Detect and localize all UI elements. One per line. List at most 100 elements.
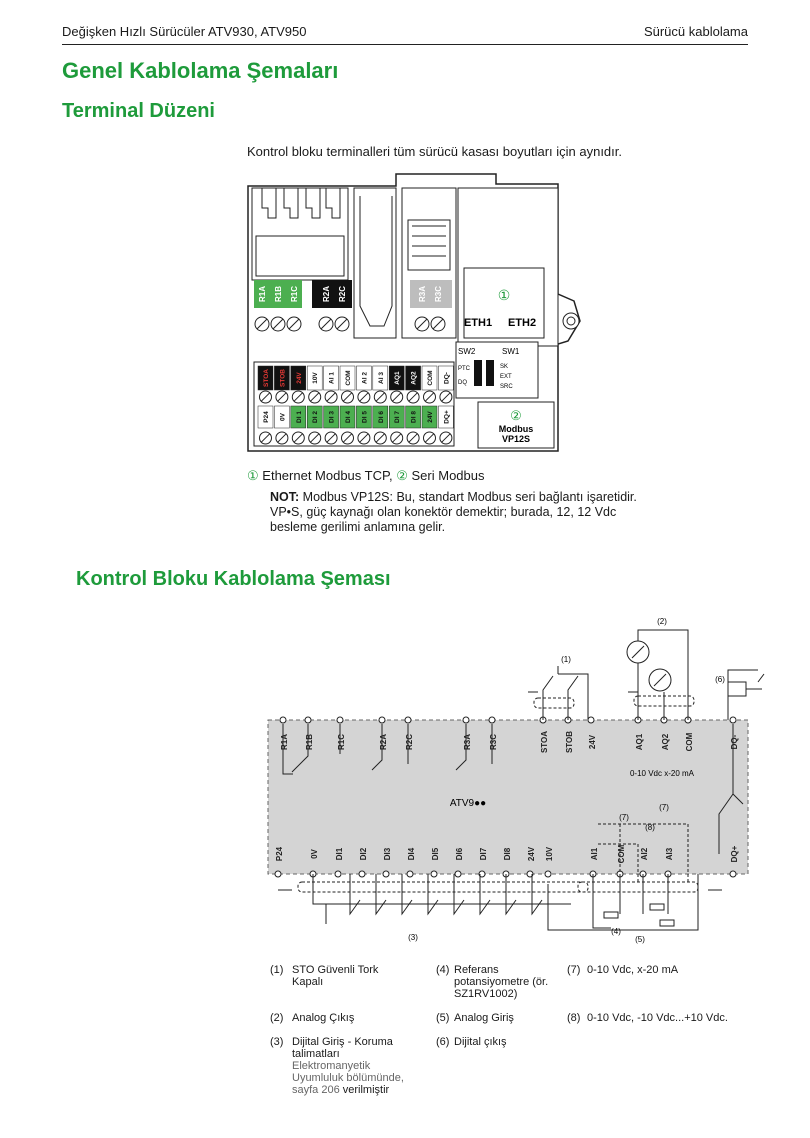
upper-screw <box>357 390 371 404</box>
section-title-wiring: Kontrol Bloku Kablolama Şeması <box>76 568 391 590</box>
lower-screw <box>357 431 371 445</box>
upper-terminal-label: AI 1 <box>329 372 336 384</box>
bottom-terminal-label: DI2 <box>359 847 368 860</box>
lower-terminal-label: DI 2 <box>312 411 319 423</box>
src-label: SRC <box>500 384 513 390</box>
callout-2: (2) <box>657 617 667 626</box>
upper-screw <box>308 390 322 404</box>
caption-modbus: Seri Modbus <box>411 468 485 483</box>
bottom-terminal-label: DI8 <box>503 847 512 860</box>
callout-7a: (7) <box>619 813 629 822</box>
callout-3: (3) <box>408 933 418 942</box>
relay-label: R1B <box>274 286 283 302</box>
callout-1: (1) <box>561 655 571 664</box>
modbus-label: Modbus <box>499 424 534 434</box>
relay-screw <box>430 316 446 332</box>
top-terminal-label: R1A <box>280 734 289 750</box>
relay-screw <box>318 316 334 332</box>
relay-label: R3A <box>418 286 427 302</box>
bottom-terminal-label: DI1 <box>335 847 344 860</box>
lower-terminal-label: 0V <box>279 412 286 421</box>
callout-6: (6) <box>715 675 725 684</box>
ext-label: EXT <box>500 374 512 380</box>
relay-screw <box>286 316 302 332</box>
lower-screw <box>275 431 289 445</box>
bottom-terminal-label: 10V <box>545 846 554 861</box>
top-terminal-label: R1B <box>305 734 314 750</box>
sk-label: SK <box>500 364 508 370</box>
dq-label: DQ <box>458 380 467 386</box>
upper-terminal-label: AI 3 <box>378 372 385 384</box>
top-terminal-label: R2A <box>379 734 388 750</box>
top-terminal-label: R3A <box>463 734 472 750</box>
top-terminal-dot <box>587 716 595 724</box>
relay-label: R1A <box>258 286 267 302</box>
lower-screw <box>324 431 338 445</box>
top-terminal-label: AQ1 <box>635 733 644 750</box>
note-text: NOT: Modbus VP12S: Bu, standart Modbus s… <box>270 490 660 535</box>
callout-5: (5) <box>635 935 645 944</box>
upper-terminal-label: AQ2 <box>411 371 418 385</box>
upper-terminal-label: 24V <box>296 372 303 384</box>
bottom-terminal-label: COM <box>617 844 626 863</box>
upper-screw <box>341 390 354 404</box>
bottom-terminal-dot <box>729 870 737 878</box>
top-terminal-label: COM <box>685 732 694 751</box>
header-product: Değişken Hızlı Sürücüler ATV930, ATV950 <box>62 24 307 39</box>
lower-terminal-label: DI 3 <box>329 411 336 423</box>
page-header: Değişken Hızlı Sürücüler ATV930, ATV950 … <box>62 22 748 45</box>
intro-text: Kontrol bloku terminalleri tüm sürücü ka… <box>247 144 623 159</box>
callout-4: (4) <box>611 927 621 936</box>
bottom-terminal-label: DI6 <box>455 847 464 860</box>
upper-screw <box>324 390 338 404</box>
upper-screw <box>373 390 387 404</box>
upper-terminal-label: AQ1 <box>394 371 401 385</box>
top-terminal-dot <box>488 716 496 724</box>
bottom-terminal-dot <box>430 870 438 878</box>
drive-label: ATV9●● <box>450 798 486 809</box>
sw1-label: SW1 <box>502 347 520 356</box>
bottom-terminal-label: 0V <box>310 848 319 858</box>
bottom-terminal-dot <box>274 870 282 878</box>
lower-screw <box>291 431 305 445</box>
marker-2: ② <box>510 408 522 423</box>
caption-eth: Ethernet Modbus TCP, <box>262 468 393 483</box>
top-terminal-dot <box>304 716 312 724</box>
bottom-terminal-dot <box>544 870 552 878</box>
page-title: Genel Kablolama Şemaları <box>62 58 339 83</box>
upper-terminal-label: AI 2 <box>361 372 368 384</box>
relay-label: R3C <box>434 286 443 302</box>
bottom-terminal-dot <box>382 870 390 878</box>
callout-8: (8) <box>645 823 655 832</box>
top-terminal-label: DQ- <box>730 734 739 749</box>
lower-terminal-label: DQ+ <box>443 410 450 424</box>
lower-screw <box>308 431 322 445</box>
upper-screw <box>390 390 404 404</box>
top-terminal-label: AQ2 <box>661 733 670 750</box>
lower-screw <box>439 431 453 445</box>
lower-terminal-label: DI 5 <box>361 411 368 423</box>
relay-label: R2C <box>338 286 347 302</box>
bottom-terminal-dot <box>406 870 414 878</box>
top-terminal-label: R2C <box>405 734 414 750</box>
header-chapter: Sürücü kablolama <box>643 24 748 39</box>
upper-screw <box>291 390 305 404</box>
bottom-terminal-dot <box>454 870 462 878</box>
bottom-terminal-dot <box>358 870 366 878</box>
lower-terminal-label: DI 7 <box>394 411 401 423</box>
bottom-terminal-label: AI2 <box>640 847 649 860</box>
lower-terminal-label: DI 8 <box>411 411 418 423</box>
relay-screw <box>334 316 350 332</box>
upper-terminal-label: STOA <box>263 369 270 387</box>
upper-terminal-label: STOB <box>279 369 286 387</box>
top-terminal-dot <box>279 716 287 724</box>
analog-out-range: 0-10 Vdc x-20 mA <box>630 769 695 778</box>
lower-screw <box>406 431 420 445</box>
lower-screw <box>259 431 272 445</box>
bottom-terminal-label: DI7 <box>479 847 488 860</box>
bottom-terminal-label: AI3 <box>665 847 674 860</box>
ptc-label: PTC <box>458 366 471 372</box>
eth2-label: ETH2 <box>508 317 536 329</box>
